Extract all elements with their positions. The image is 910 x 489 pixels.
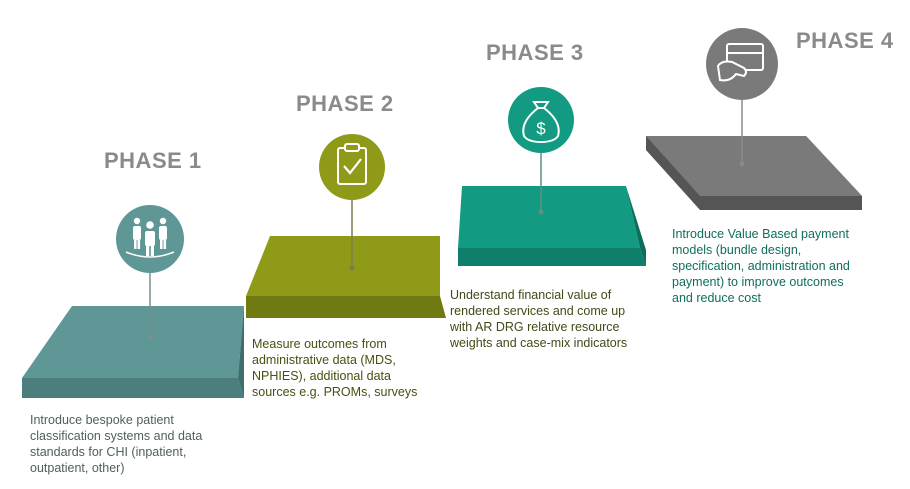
svg-text:$: $: [536, 119, 546, 138]
phase-3-platform: [458, 150, 646, 266]
phase-1-title: PHASE 1: [104, 148, 202, 173]
phase-1-description: Introduce bespoke patient classification…: [30, 413, 203, 475]
phase-4-title: PHASE 4: [796, 28, 894, 53]
phase-1-platform: [22, 266, 244, 398]
phase-3-title: PHASE 3: [486, 40, 584, 65]
phase-4-platform: [646, 100, 862, 210]
phase-2-title: PHASE 2: [296, 91, 394, 116]
phase-2-description: Measure outcomes from administrative dat…: [252, 337, 418, 399]
phase-2-platform: [246, 196, 446, 318]
money-bag-icon: $: [508, 87, 574, 153]
card-payment-icon: [706, 28, 778, 100]
people-icon: [116, 205, 184, 273]
phase-4-description: Introduce Value Based payment models (bu…: [672, 227, 850, 305]
phase-3-description: Understand financial value of rendered s…: [450, 288, 628, 350]
clipboard-check-icon: [319, 134, 385, 200]
